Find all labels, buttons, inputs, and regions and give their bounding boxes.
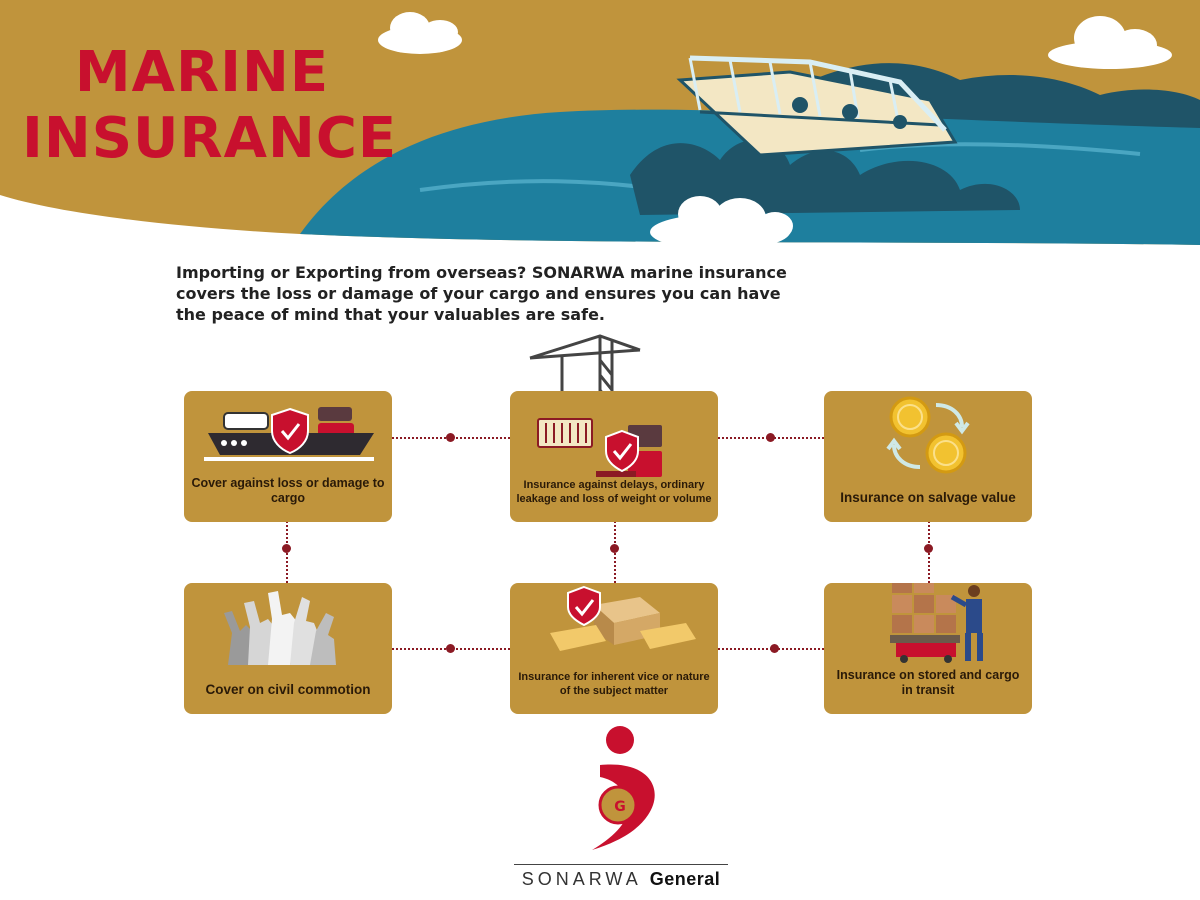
connector-dot (610, 544, 619, 553)
connector-dot (924, 544, 933, 553)
crane-container-icon (537, 418, 662, 477)
page-title: MARINE INSURANCE (22, 40, 398, 172)
card-label: Insurance against delays, ordinary leaka… (516, 479, 712, 505)
cloud-right (1048, 16, 1172, 69)
cloud-bottom (650, 196, 793, 250)
parcel-boxes-icon (550, 585, 696, 651)
connector-dot (770, 644, 779, 653)
brand-suffix: General (649, 869, 721, 889)
card-cargo-loss: Cover against loss or damage to cargo (184, 391, 392, 522)
card-salvage-value: Insurance on salvage value (824, 391, 1032, 522)
connector-dot (766, 433, 775, 442)
connector-dot (282, 544, 291, 553)
logo-letter: G (614, 799, 626, 815)
card-label: Insurance on salvage value (840, 490, 1016, 505)
connector-dot (446, 433, 455, 442)
coins-exchange-icon (886, 396, 970, 474)
card-label: Insurance for inherent vice or nature of… (518, 671, 710, 697)
cargo-ship-icon (204, 407, 374, 461)
boat-illustration (676, 55, 958, 157)
card-label: Cover on civil commotion (205, 682, 371, 697)
sonarwa-logo (592, 726, 655, 850)
card-delays-leakage: Insurance against delays, ordinary leaka… (510, 391, 718, 522)
waves (630, 139, 1020, 215)
protest-crowd-icon (224, 591, 336, 665)
card-civil-commotion: Cover on civil commotion (184, 583, 392, 714)
intro-paragraph: Importing or Exporting from overseas? SO… (176, 263, 787, 324)
connector-dot (446, 644, 455, 653)
card-stored-transit: Insurance on stored and cargo in transit (824, 583, 1032, 714)
title-line-marine: MARINE (74, 40, 330, 105)
brand-wordmark: SONARWA General (514, 864, 728, 890)
svg-text:G: G (614, 799, 626, 815)
card-label: Cover against loss or damage to cargo (191, 476, 385, 505)
brand-name: SONARWA (521, 869, 641, 889)
card-label: Insurance on stored and cargo in transit (836, 668, 1020, 697)
card-inherent-vice: Insurance for inherent vice or nature of… (510, 583, 718, 714)
warehouse-worker-icon (890, 583, 983, 663)
cloud-left (378, 12, 462, 54)
title-line-insurance: INSURANCE (22, 106, 398, 171)
